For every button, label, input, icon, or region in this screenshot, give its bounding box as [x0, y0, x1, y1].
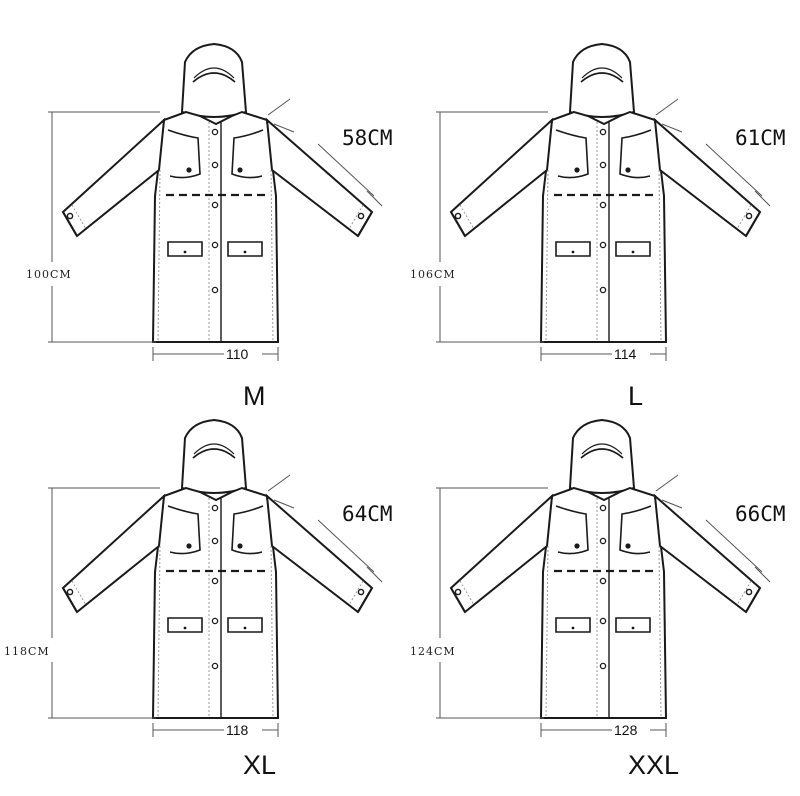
chest-width-label: 128 [614, 722, 638, 738]
raincoat-illustration [434, 418, 772, 739]
chest-width-label: 110 [226, 346, 249, 362]
raincoat-illustration [46, 42, 384, 363]
sleeve-length-label: 58CM [342, 126, 393, 150]
body-length-label: 106CM [410, 268, 456, 281]
size-label: M [243, 381, 266, 411]
sleeve-length-label: 61CM [735, 126, 786, 150]
chest-width-label: 118 [226, 722, 249, 738]
chest-width-label: 114 [614, 346, 637, 362]
body-length-label: 100CM [26, 268, 72, 281]
panel-l: 61CM 106CM 114 L [410, 42, 786, 411]
size-label: XL [243, 750, 276, 780]
raincoat-illustration [434, 42, 772, 363]
panel-xl: 64CM 118CM 118 XL [4, 418, 393, 780]
sleeve-length-label: 64CM [342, 502, 393, 526]
sleeve-length-label: 66CM [735, 502, 786, 526]
body-length-label: 124CM [410, 645, 456, 658]
size-label: XXL [628, 750, 679, 780]
panel-xxl: 66CM 124CM 128 XXL [410, 418, 786, 780]
body-length-label: 118CM [4, 645, 50, 658]
size-label: L [628, 381, 643, 411]
raincoat-illustration [46, 418, 384, 739]
panel-m: 58CM 100CM 110 M [26, 42, 393, 411]
